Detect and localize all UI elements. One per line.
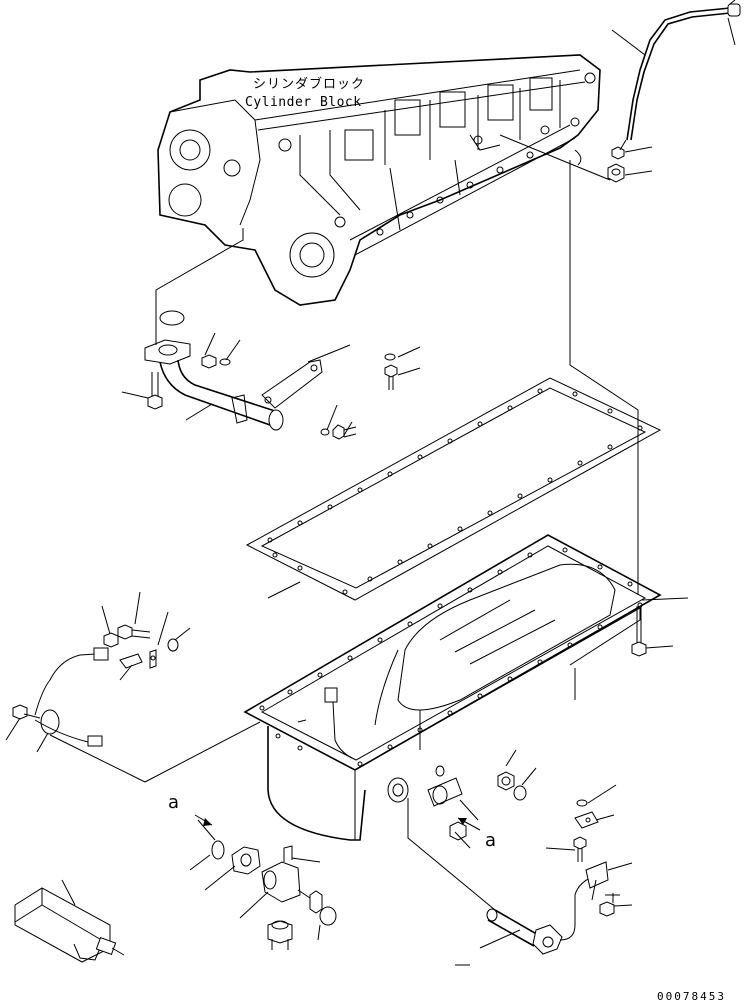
oil-suction-pipe [144, 339, 284, 431]
reference-label-left: a [168, 792, 179, 813]
level-switch-probe [486, 877, 591, 955]
probe-bracket [585, 861, 609, 901]
cylinder-block-label-jp: シリンダブロック [253, 76, 365, 92]
oil-heater [14, 887, 125, 963]
pipe-bracket [261, 359, 323, 409]
cylinder-block [157, 54, 601, 306]
strainer-o-ring [159, 310, 185, 326]
sensor-bolts [103, 624, 179, 652]
reference-arrow-right [457, 817, 481, 831]
pan-bolt [631, 606, 647, 657]
sensor-clamp [119, 649, 157, 669]
gasket-bolt-holes [267, 388, 643, 595]
reference-arrow-left [194, 814, 213, 826]
reference-label-right: a [485, 830, 496, 851]
cylinder-block-label-en: Cylinder Block [245, 95, 362, 110]
leader-lines [5, 17, 736, 966]
adapter-plug [297, 889, 337, 926]
oil-level-gauge [619, 0, 741, 151]
oil-pan [243, 534, 662, 841]
small-plug [211, 840, 225, 860]
drain-plug [497, 771, 527, 801]
pipe-nut-washer [201, 354, 231, 369]
drawing-number: 00078453 [657, 990, 726, 1003]
bracket-bolts [320, 353, 398, 440]
sensor-adapter [261, 845, 301, 903]
boss-plug [449, 821, 467, 841]
oil-pan-gasket [245, 377, 662, 601]
probe-bolts [573, 799, 620, 917]
dipstick-nuts [607, 146, 625, 183]
pipe-mount-bolt [147, 372, 163, 410]
sensor-harness [12, 647, 109, 747]
adapter-nut [231, 846, 261, 875]
drain-cock [267, 920, 293, 950]
